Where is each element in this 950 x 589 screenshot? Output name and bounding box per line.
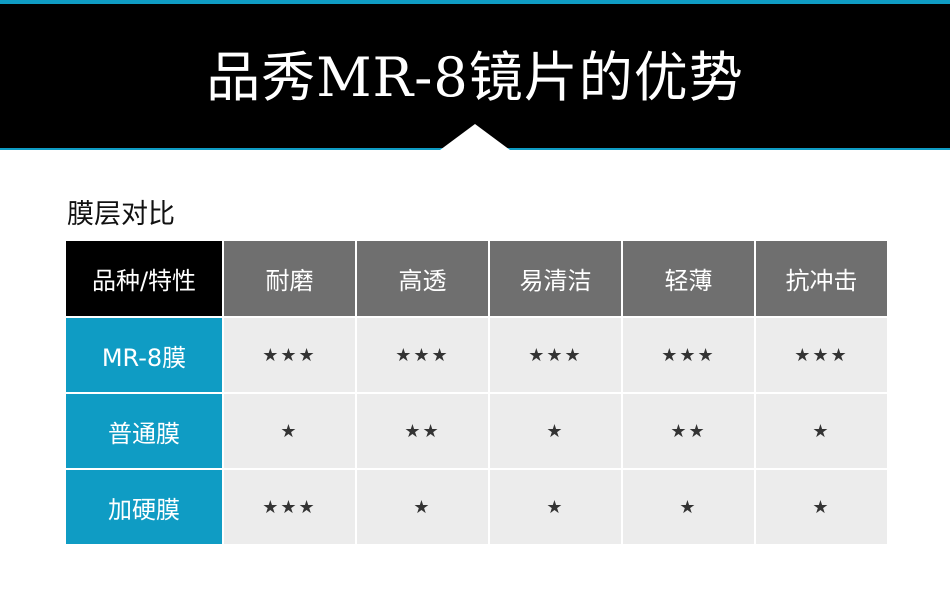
column-header-easy-clean: 易清洁 <box>490 241 621 316</box>
column-header-abrasion: 耐磨 <box>224 241 355 316</box>
column-header-transmittance: 高透 <box>357 241 488 316</box>
comparison-table: 品种/特性 耐磨 高透 易清洁 轻薄 抗冲击 MR-8膜 ★★★ ★★★ ★★★… <box>66 241 887 544</box>
row-header-hard: 加硬膜 <box>66 470 222 544</box>
rating-cell: ★★★ <box>623 318 754 392</box>
rating-cell: ★★★ <box>224 470 355 544</box>
rating-cell: ★ <box>756 470 887 544</box>
row-header-normal: 普通膜 <box>66 394 222 468</box>
page-title: 品秀MR-8镜片的优势 <box>206 45 744 109</box>
row-header-mr8: MR-8膜 <box>66 318 222 392</box>
rating-cell: ★ <box>490 470 621 544</box>
table-corner-header: 品种/特性 <box>66 241 222 316</box>
rating-cell: ★ <box>224 394 355 468</box>
rating-cell: ★★ <box>357 394 488 468</box>
section-title: 膜层对比 <box>67 199 175 230</box>
rating-cell: ★★★ <box>224 318 355 392</box>
rating-cell: ★ <box>357 470 488 544</box>
rating-cell: ★★★ <box>357 318 488 392</box>
rating-cell: ★★★ <box>490 318 621 392</box>
top-accent-stripe <box>0 0 950 4</box>
column-header-impact: 抗冲击 <box>756 241 887 316</box>
rating-cell: ★ <box>623 470 754 544</box>
column-header-thin-light: 轻薄 <box>623 241 754 316</box>
rating-cell: ★★★ <box>756 318 887 392</box>
rating-cell: ★ <box>490 394 621 468</box>
banner-notch <box>440 124 510 150</box>
rating-cell: ★ <box>756 394 887 468</box>
rating-cell: ★★ <box>623 394 754 468</box>
